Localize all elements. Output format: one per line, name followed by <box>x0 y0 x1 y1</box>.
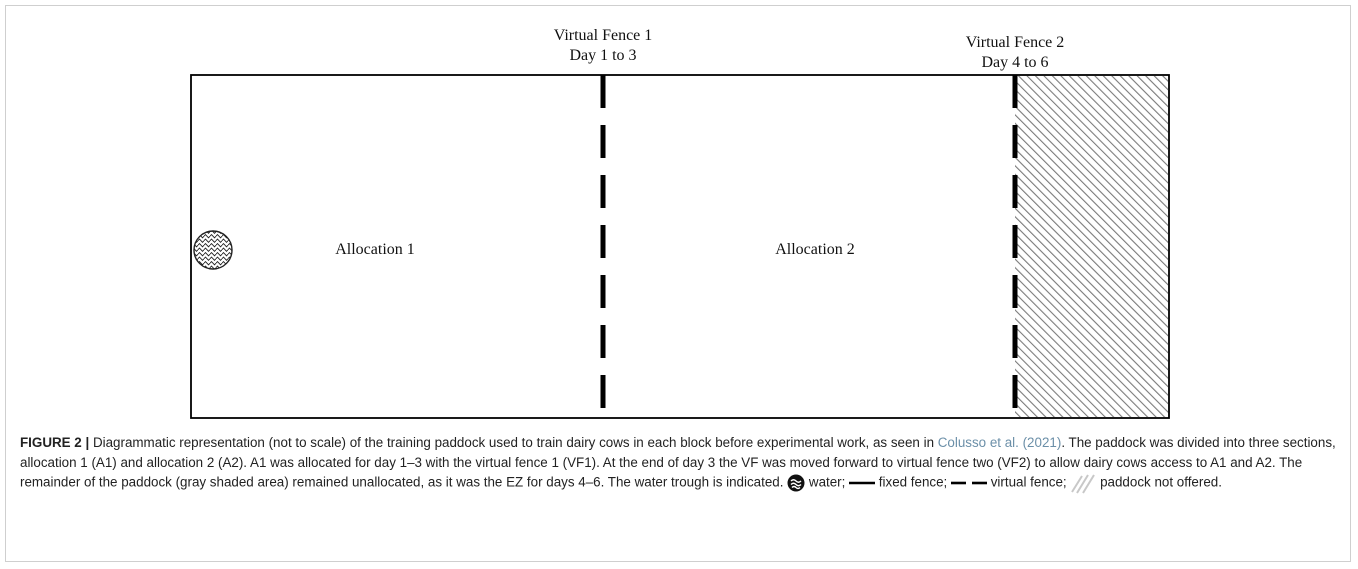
legend-not-offered-text: paddock not offered. <box>1096 474 1222 490</box>
water-trough-icon <box>193 230 233 270</box>
allocation-2-label: Allocation 2 <box>775 241 855 258</box>
legend-virtual-text: virtual fence; <box>987 474 1071 490</box>
legend-water-text: water; <box>805 474 850 490</box>
paddock-diagram <box>190 74 1170 419</box>
vf1-label: Virtual Fence 1 Day 1 to 3 <box>528 26 678 66</box>
not-offered-area <box>1015 76 1168 417</box>
vf1-label-title: Virtual Fence 1 <box>553 27 653 44</box>
paddock-outline <box>190 74 1170 419</box>
water-legend-icon <box>787 474 805 492</box>
vf2-label: Virtual Fence 2 Day 4 to 6 <box>940 33 1090 73</box>
vf2-label-title: Virtual Fence 2 <box>965 34 1065 51</box>
caption-text-2: . The paddock was divided into three sec… <box>20 435 1336 490</box>
citation-link[interactable]: Colusso et al. (2021) <box>937 435 1062 450</box>
caption-text-1: Diagrammatic representation (not to scal… <box>89 435 938 450</box>
figure-label: FIGURE 2 | <box>20 435 90 450</box>
vf1-label-days: Day 1 to 3 <box>569 47 637 64</box>
allocation-1-label: Allocation 1 <box>335 241 415 258</box>
figure-caption: FIGURE 2 | Diagrammatic representation (… <box>20 433 1338 494</box>
legend-fixed-text: fixed fence; <box>875 474 952 490</box>
fixed-fence-legend-icon <box>849 481 876 485</box>
virtual-fence-legend-icon <box>951 481 988 485</box>
not-offered-legend-icon <box>1071 474 1096 494</box>
vf2-label-days: Day 4 to 6 <box>981 54 1049 71</box>
